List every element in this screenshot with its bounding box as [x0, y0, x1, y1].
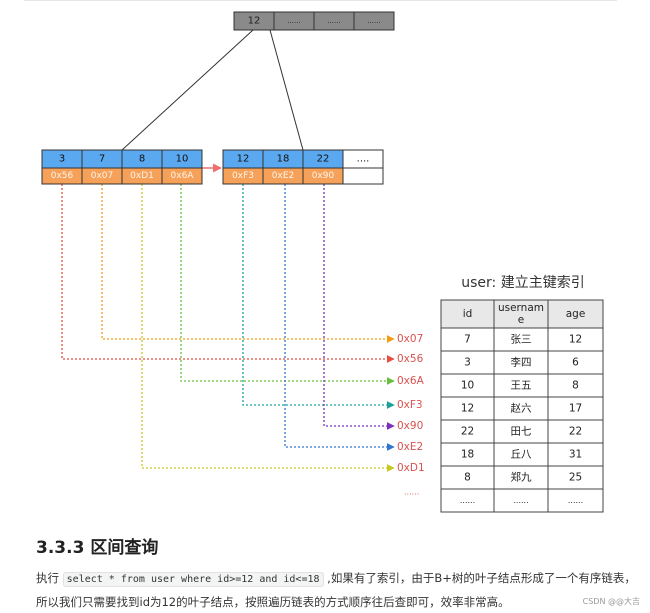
table-cell-label: 10 [461, 380, 474, 392]
pointer-label: 0x6A [397, 375, 425, 387]
leaf-right-key-label: .... [357, 154, 370, 165]
leaf-left-addr-label: 0xD1 [130, 171, 154, 181]
pointer-line [101, 184, 395, 343]
table-cell-label: 12 [569, 334, 582, 346]
table-cell-label: 31 [569, 449, 582, 461]
pointer-label: 0xF3 [397, 399, 423, 411]
pointer-label: 0x07 [397, 333, 423, 345]
table-header-label: usernam [498, 302, 544, 314]
pointer-label: 0x56 [397, 353, 424, 365]
section-heading: 3.3.3 区间查询 [36, 538, 159, 558]
table-cell-label: 王五 [511, 380, 532, 392]
leaf-left-key-label: 10 [176, 154, 189, 165]
leaf-left-addr-cell [161, 167, 203, 185]
pointer-line [61, 184, 395, 363]
table-cell [547, 488, 604, 513]
leaf-right-addr-cell [342, 167, 384, 185]
table-cell-label: 17 [569, 403, 582, 415]
para-prefix: 执行 [36, 571, 63, 585]
root-cell-label: 12 [248, 16, 261, 27]
tree-edge-left [121, 29, 254, 151]
table-cell-label: 22 [461, 426, 474, 438]
table-cell-label: 8 [572, 380, 579, 392]
table-header-cell [493, 299, 549, 329]
leaf-right-key-label: 12 [237, 154, 250, 165]
table-cell-label: 7 [464, 334, 471, 346]
pointer-line [242, 184, 395, 409]
table-title: user: 建立主键索引 [461, 274, 584, 291]
csdn-watermark: CSDN @@大吉 [582, 597, 640, 606]
table-cell-label: 22 [569, 426, 582, 438]
pointer-label: 0xD1 [397, 462, 425, 474]
leaf-left-key-label: 8 [139, 154, 145, 165]
root-cell-label: ...... [287, 17, 300, 25]
table-cell-label: 8 [464, 472, 471, 484]
root-cell [353, 11, 395, 31]
leaf-right-addr-label: 0xE2 [272, 171, 294, 181]
table-header-label: id [463, 308, 473, 320]
table-cell-label: 田七 [511, 426, 532, 438]
table-cell-label: 李四 [511, 356, 532, 369]
table-cell-label: ...... [513, 496, 528, 505]
table-cell-label: 赵六 [511, 402, 532, 415]
table-cell-label: ...... [460, 496, 475, 505]
leaf-right-key-label: 18 [277, 154, 290, 165]
section-paragraph: 执行 select * from user where id>=12 and i… [36, 567, 636, 613]
table-header-cell [440, 299, 495, 329]
sql-code: select * from user where id>=12 and id<=… [62, 572, 324, 587]
leaf-right-addr-label: 0x90 [312, 171, 335, 181]
table-cell-label: 25 [569, 472, 582, 484]
root-cell-label: ...... [367, 17, 380, 25]
table-cell-label: 张三 [511, 334, 532, 346]
table-header-label: e [518, 314, 524, 326]
pointer-ellipsis: ...... [404, 488, 419, 497]
top-rule [24, 0, 617, 1]
leaf-left-key-label: 7 [99, 154, 105, 165]
root-cell-label: ...... [327, 17, 340, 25]
tree-edge-right [269, 29, 304, 151]
para-suffix: ,如果有了索引，由于B+树的叶子结点形成了一个有序链表，所以我们只需要找到id为… [36, 571, 636, 609]
table-cell-label: 18 [461, 449, 474, 461]
pointer-line [180, 184, 395, 385]
pointer-line [284, 184, 395, 451]
table-cell-label: ...... [568, 496, 583, 505]
pointer-line [323, 184, 395, 430]
pointer-line [141, 184, 395, 472]
pointer-label: 0x90 [397, 420, 423, 432]
table-cell-label: 郑九 [511, 471, 532, 484]
leaf-left-key-label: 3 [59, 154, 65, 165]
table-header-label: age [566, 308, 586, 320]
leaf-left-addr-label: 0x6A [171, 171, 195, 181]
leaf-right-addr-label: 0xF3 [232, 171, 254, 181]
leaf-left-addr-label: 0x07 [91, 171, 114, 181]
table-cell-label: 12 [461, 403, 474, 415]
table-cell-label: 丘八 [511, 449, 532, 461]
table-cell-label: 3 [464, 357, 471, 369]
leaf-right-key-label: 22 [317, 154, 330, 165]
bplus-tree-diagram: 12.................. 3 0x56 7 0x07 8 0xD1 10 0x6… [41, 11, 604, 513]
leaf-left-addr-label: 0x56 [51, 171, 74, 181]
pointer-label: 0xE2 [397, 441, 423, 453]
table-cell-label: 6 [572, 357, 579, 369]
